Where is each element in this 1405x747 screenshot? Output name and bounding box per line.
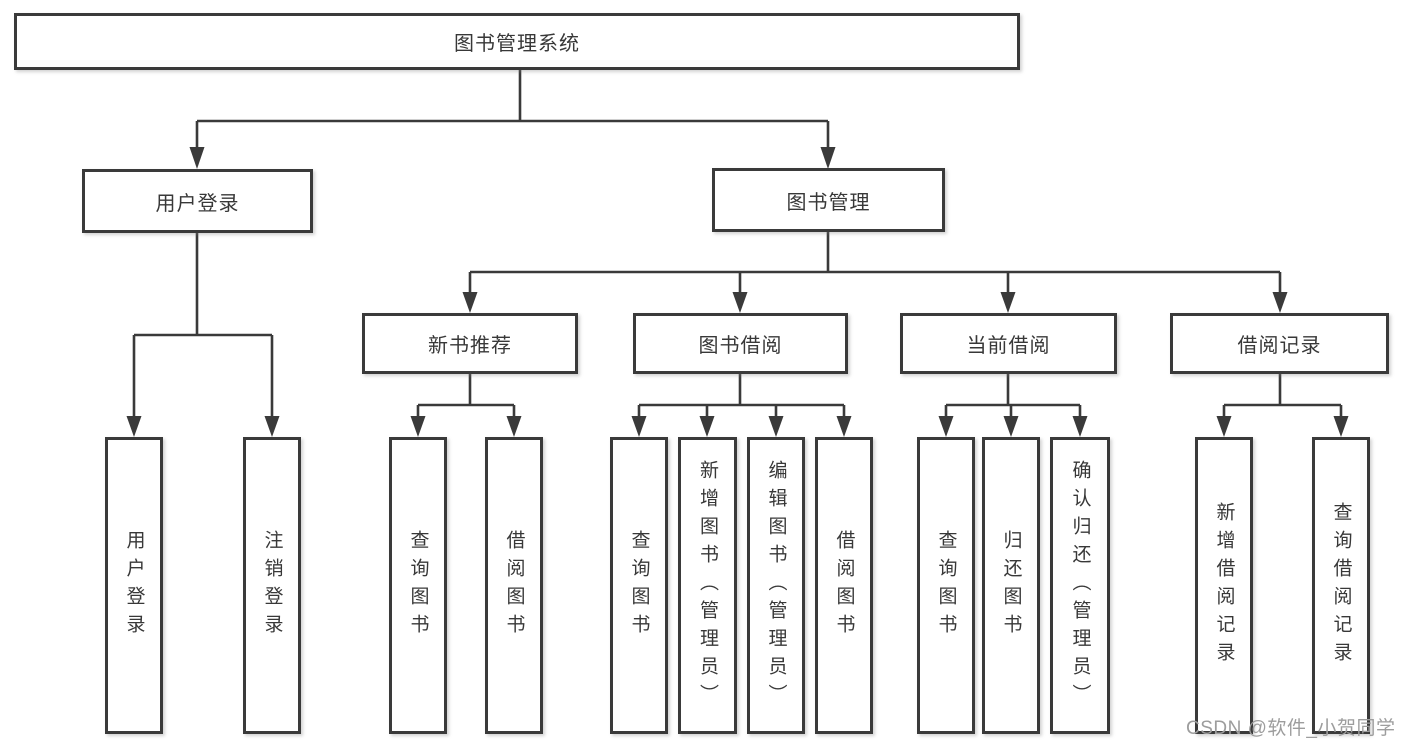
node-book-borrow: 图书借阅 [633,313,848,374]
node-new-book-recommend: 新书推荐 [362,313,578,374]
leaf-user-login: 用户登录 [105,437,163,734]
leaf-return-book: 归还图书 [982,437,1040,734]
leaf-borrow-books-recommend: 借阅图书 [485,437,543,734]
node-root-label: 图书管理系统 [454,33,580,55]
node-borrow-records: 借阅记录 [1170,313,1389,374]
arrowheads [126,147,1349,437]
leaf-borrow-books: 借阅图书 [815,437,873,734]
node-user-login-label: 用户登录 [155,192,240,215]
node-borrow-records-label: 借阅记录 [1237,335,1322,357]
node-root-system: 图书管理系统 [14,13,1020,70]
leaf-add-borrow-record: 新增借阅记录 [1195,437,1253,734]
leaf-add-book-admin: 新增图书（管理员） [678,437,737,734]
node-current-borrow-label: 当前借阅 [966,335,1051,357]
leaf-logout: 注销登录 [243,437,301,734]
node-book-management: 图书管理 [712,168,945,232]
node-book-management-label: 图书管理 [786,191,871,214]
leaf-confirm-return-admin: 确认归还（管理员） [1050,437,1110,734]
node-current-borrow: 当前借阅 [900,313,1117,374]
leaf-edit-book-admin: 编辑图书（管理员） [747,437,805,734]
node-user-login: 用户登录 [82,169,313,233]
leaf-query-books-borrow: 查询图书 [610,437,668,734]
leaf-query-borrow-record: 查询借阅记录 [1312,437,1370,734]
leaf-query-books-current: 查询图书 [917,437,975,734]
leaf-query-books-recommend: 查询图书 [389,437,447,734]
node-new-book-recommend-label: 新书推荐 [428,335,512,357]
node-book-borrow-label: 图书借阅 [698,335,783,357]
watermark: CSDN @软件_小贺同学 [1186,718,1396,739]
